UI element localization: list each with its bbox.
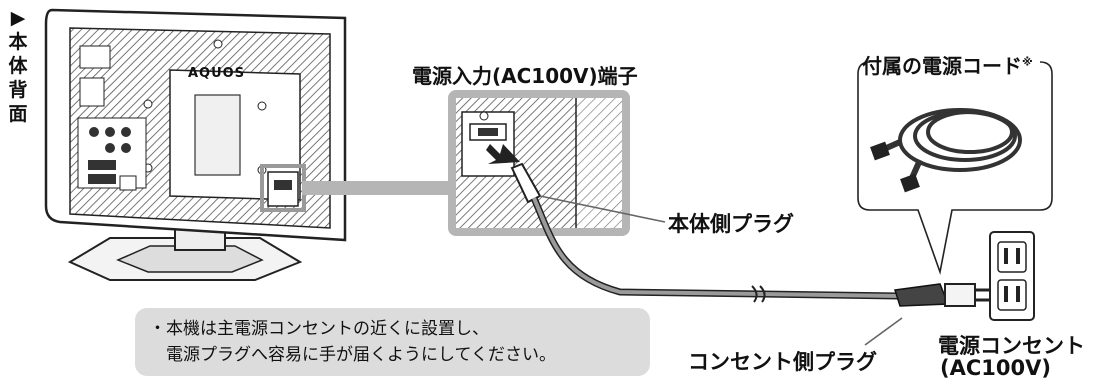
zoom-inset — [448, 90, 630, 236]
cord-label-text: 付属の電源コード — [862, 54, 1022, 78]
cord-label: 付属の電源コード※ — [862, 50, 1033, 79]
outlet-plug-label: コンセント側プラグ — [688, 350, 877, 374]
side-label-char: 体 — [8, 55, 28, 77]
terminal-label: 電源入力(AC100V)端子 — [412, 64, 638, 88]
body-plug-label: 本体側プラグ — [668, 212, 794, 236]
side-label-char: 面 — [8, 103, 28, 125]
caution-note: ・本機は主電源コンセントの近くに設置し、 電源プラグへ容易に手が届くようにしてく… — [135, 308, 650, 376]
note-line-1: ・本機は主電源コンセントの近くに設置し、 — [149, 319, 489, 339]
tv-back-illustration — [44, 8, 347, 281]
triangle-right-icon: ▶ — [10, 7, 26, 29]
zoom-connector — [302, 181, 452, 195]
side-label-char: 背 — [8, 79, 28, 101]
outlet-plug — [894, 283, 990, 307]
outlet-label-line1: 電源コンセント — [938, 334, 1085, 358]
outlet-label-line2: (AC100V) — [940, 356, 1051, 380]
cord-callout — [857, 61, 1053, 276]
outlet-plug-leader — [864, 317, 903, 346]
side-label-char: 本 — [8, 31, 28, 53]
side-label: ▶ 本 体 背 面 — [6, 6, 30, 126]
body-plug-leader — [539, 195, 666, 223]
tv-brand-logo: AQUOS — [188, 66, 246, 81]
cord-label-mark: ※ — [1022, 55, 1033, 69]
note-line-2: 電源プラグへ容易に手が届くようにしてください。 — [149, 345, 556, 365]
wall-outlet — [989, 231, 1035, 321]
power-cord — [530, 196, 901, 303]
